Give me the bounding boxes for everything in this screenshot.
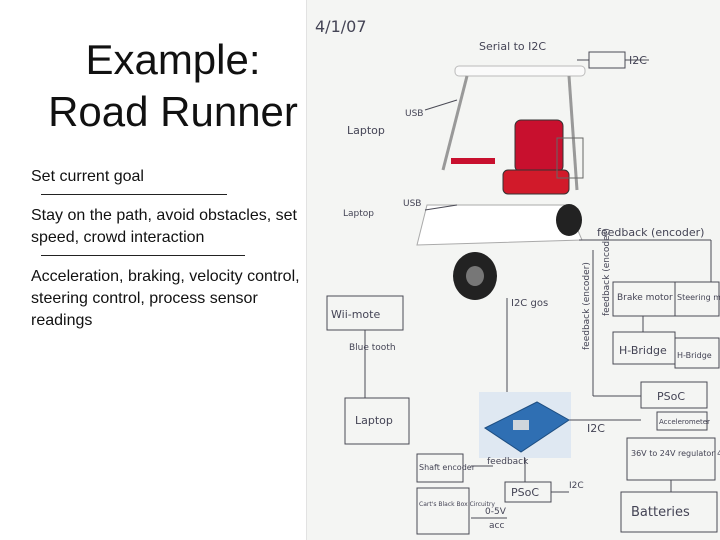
- acc-label: acc: [489, 521, 504, 531]
- batteries-label: Batteries: [631, 505, 690, 520]
- bluetooth-label: Blue tooth: [349, 343, 396, 353]
- bullet-list: Set current goal Stay on the path, avoid…: [31, 166, 301, 332]
- serial-label: Serial to I2C: [479, 40, 546, 53]
- title-line-2: Road Runner: [48, 88, 298, 135]
- regulator-box: [626, 437, 716, 481]
- psoc-box-1: [640, 381, 708, 409]
- serial-box: [588, 51, 626, 69]
- hbridge-box-2: [674, 337, 720, 369]
- bullet-control: Acceleration, braking, velocity control,…: [31, 268, 300, 329]
- i2c-label: I2C: [569, 481, 584, 491]
- date-label: 4/1/07: [315, 17, 367, 36]
- cart-box: [416, 487, 470, 535]
- feedback-label: feedback: [487, 457, 529, 467]
- batteries-box: [620, 491, 718, 533]
- brake-label: Brake motor: [617, 293, 673, 303]
- laptop-label: Laptop: [355, 414, 393, 427]
- i2c-label: I2C gos: [511, 298, 548, 309]
- slide-title: Example: Road Runner: [18, 34, 328, 138]
- feedback-vertical-label: feedback (encoder): [582, 262, 592, 350]
- separator-line: [41, 194, 227, 195]
- i2c-label: I2C: [629, 54, 647, 67]
- title-line-1: Example:: [85, 36, 261, 83]
- hbridge-label: H-Bridge: [619, 344, 667, 357]
- feedback-encoder-label: feedback (encoder): [597, 226, 704, 239]
- wiimote-label: Wii-mote: [331, 308, 380, 321]
- usb-label: USB: [405, 109, 423, 119]
- psoc-label: PSoC: [657, 390, 685, 403]
- voltage-label: 0-5V: [485, 507, 507, 517]
- bullet-path: Stay on the path, avoid obstacles, set s…: [31, 207, 297, 246]
- accelerometer-box: [656, 411, 708, 431]
- i2c-label: I2C: [587, 422, 605, 435]
- laptop-label: Laptop: [343, 209, 374, 219]
- regulator-label: 36V to 24V regulator 40A: [631, 449, 720, 458]
- circuit-board-image: [479, 392, 571, 458]
- bullet-goal: Set current goal: [31, 168, 144, 185]
- separator-line: [41, 255, 245, 256]
- accelerometer-label: Accelerometer: [659, 418, 710, 426]
- laptop-box: [344, 397, 410, 445]
- cart-label: Cart's Black Box Circuitry: [419, 501, 495, 508]
- steering-box: [674, 281, 720, 317]
- system-sketch: 4/1/07 Serial to I2C I2C USB Laptop USB …: [315, 17, 720, 535]
- shaft-label: Shaft encoder: [419, 463, 476, 472]
- feedback-vertical-label: feedback (encoder): [602, 228, 612, 316]
- laptop-label: Laptop: [347, 124, 385, 137]
- usb-label: USB: [403, 199, 421, 209]
- golf-cart-image: [416, 65, 586, 300]
- hbridge-label: H-Bridge: [677, 351, 712, 360]
- sketch-photo: 4/1/07 Serial to I2C I2C USB Laptop USB …: [306, 0, 720, 540]
- shaft-box: [416, 453, 464, 483]
- steering-label: Steering motor: [677, 293, 720, 302]
- psoc-label: PSoC: [511, 486, 539, 499]
